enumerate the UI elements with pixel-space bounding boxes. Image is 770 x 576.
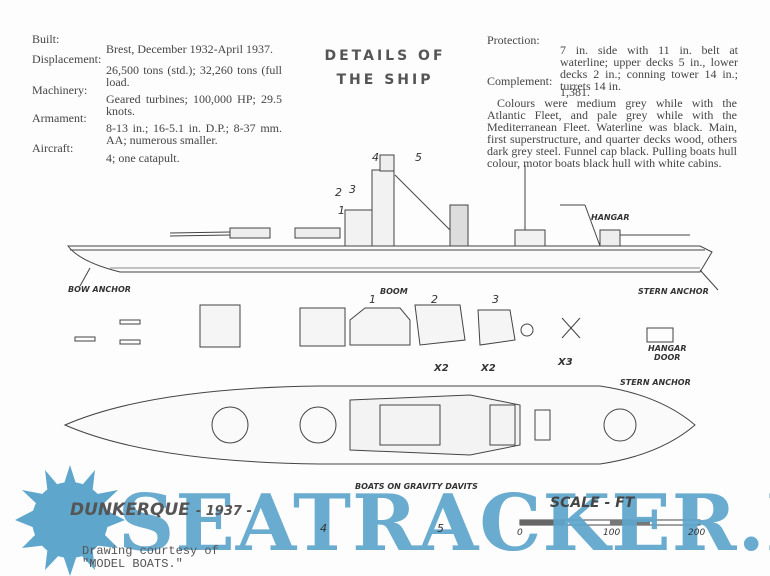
aircraft-label: Aircraft: — [32, 141, 74, 155]
machinery-label: Machinery: — [32, 83, 88, 97]
callout-5: 5 — [415, 151, 422, 164]
detail-label-5: 5 — [437, 522, 444, 535]
built-value: Brest, December 1932-April 1937. — [106, 42, 273, 56]
hangar-door-line-2: DOOR — [654, 353, 681, 362]
side-profile — [66, 154, 719, 291]
colours-paragraph: Colours were medium grey while with the … — [487, 96, 737, 170]
callout-2: 2 — [335, 186, 342, 199]
label-hangar-door: HANGAR DOOR — [648, 344, 687, 362]
scale-bar — [519, 519, 701, 526]
displacement-label: Displacement: — [32, 52, 102, 66]
label-x2-a: X2 — [434, 363, 449, 374]
scale-label: SCALE - FT — [550, 495, 635, 511]
credit-line-1: Drawing courtesy of — [82, 544, 219, 558]
displacement-value: 26,500 tons (std.); 32,260 tons (full lo… — [106, 63, 282, 89]
aircraft-value: 4; one catapult. — [106, 151, 180, 165]
machinery-value: Geared turbines; 100,000 HP; 29.5 knots. — [106, 92, 282, 118]
plan-view — [63, 385, 696, 465]
detail-label-4: 4 — [320, 522, 327, 535]
ship-year: - 1937 - — [195, 504, 252, 519]
label-boom: BOOM — [380, 287, 408, 296]
credit: Drawing courtesy of "MODEL BOATS." — [82, 545, 219, 571]
title-line-2: THE SHIP — [336, 72, 434, 88]
scale-tick-0: 0 — [517, 528, 523, 538]
protection-value: 7 in. side with 11 in. belt at waterline… — [560, 43, 738, 93]
callout-3: 3 — [349, 183, 356, 196]
label-stern-anchor-plan: STERN ANCHOR — [620, 378, 691, 387]
label-stern-anchor: STERN ANCHOR — [638, 287, 709, 296]
label-hangar: HANGAR — [591, 213, 630, 222]
ship-name: DUNKERQUE — [70, 500, 190, 520]
ship-name-block: DUNKERQUE - 1937 - — [70, 500, 252, 520]
label-x2-b: X2 — [481, 363, 496, 374]
label-boats-davits: BOATS ON GRAVITY DAVITS — [355, 482, 478, 491]
turret-label-1: 1 — [369, 293, 376, 306]
credit-line-2: "MODEL BOATS." — [82, 557, 183, 571]
title-line-1: DETAILS OF — [324, 48, 446, 64]
scale-tick-100: 100 — [603, 528, 621, 538]
turret-label-3: 3 — [492, 293, 499, 306]
protection-label: Protection: — [487, 33, 540, 47]
callout-1: 1 — [338, 204, 345, 217]
scale-tick-200: 200 — [688, 528, 706, 538]
label-bow-anchor: BOW ANCHOR — [68, 285, 131, 294]
watermark: SEATRACKER.RU — [118, 478, 770, 569]
armament-value: 8-13 in.; 16-5.1 in. D.P.; 8-37 mm. AA; … — [106, 121, 282, 147]
complement-label: Complement: — [487, 74, 553, 88]
page-title: DETAILS OF THE SHIP — [310, 44, 460, 92]
callout-4: 4 — [372, 151, 379, 164]
armament-label: Armament: — [32, 111, 87, 125]
turret-label-2: 2 — [431, 293, 438, 306]
compass-sunburst-logo — [15, 465, 125, 576]
built-label: Built: — [32, 32, 60, 46]
label-x3: X3 — [558, 357, 573, 368]
complement-value: 1,381. — [560, 85, 590, 99]
hangar-door-line-1: HANGAR — [648, 344, 687, 353]
turret-details — [74, 304, 674, 348]
